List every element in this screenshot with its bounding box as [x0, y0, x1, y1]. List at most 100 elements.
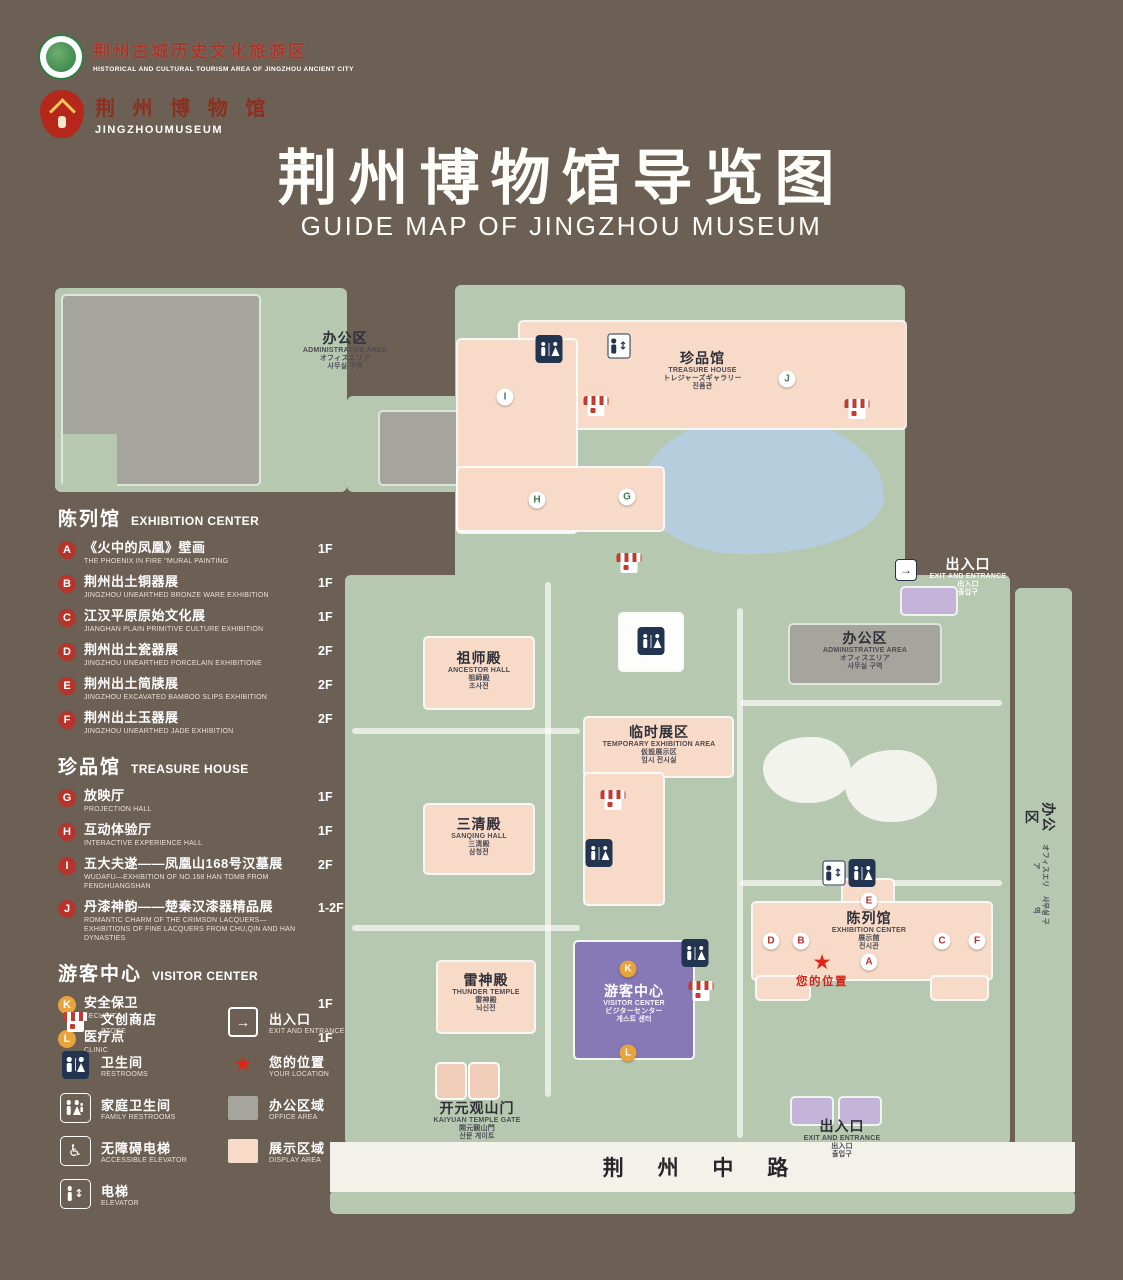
legend-badge-G: G — [58, 788, 76, 807]
legend-item-zh: 医疗点 — [84, 1029, 125, 1045]
legend-symbol-en: OFFICE AREA — [269, 1113, 318, 1121]
elevator-icon: ↕ — [607, 333, 631, 359]
map-marker-K: K — [619, 960, 637, 978]
store-icon — [688, 981, 714, 1001]
map-exit-icon: → — [895, 559, 917, 581]
map-label-ko: 게스트 센터 — [616, 1016, 652, 1024]
museum-name: 荆 州 博 物 馆 — [95, 98, 272, 120]
map-store-icon — [583, 396, 609, 416]
page-subtitle: GUIDE MAP OF JINGZHOU MUSEUM — [300, 211, 823, 241]
kaiyuan-gate-structure — [470, 1064, 498, 1098]
family-restroom-icon — [59, 1092, 91, 1123]
location-star-icon: ★ — [233, 1053, 253, 1076]
map-label-ja: オフィスエリア — [319, 354, 371, 362]
map-marker-I: I — [496, 388, 514, 406]
map-label-ja: 祖師殿 — [468, 674, 490, 682]
legend-item-floor: 2F — [318, 677, 333, 692]
legend-item-en: JIANGHAN PLAIN PRIMITIVE CULTURE EXHIBIT… — [84, 625, 264, 633]
legend-badge-C: C — [58, 608, 76, 627]
legend-symbol-en: STORE — [101, 1027, 126, 1035]
legend-item-zh: 安全保卫 — [84, 995, 139, 1011]
map-label-zh: 陈列馆 — [846, 910, 892, 926]
map-elevator-icon: ↕ — [607, 333, 631, 359]
legend-item-floor: 1-2F — [318, 900, 344, 915]
building-ancestor-hall — [425, 638, 533, 708]
legend-item-zh: 荆州出土玉器展 — [84, 709, 179, 725]
map-label-zh: 开元观山门 — [439, 1100, 515, 1116]
legend-symbol-zh: 卫生间 — [101, 1054, 144, 1070]
map-label-your-location: 您的位置 — [779, 976, 865, 990]
store-icon — [616, 553, 642, 573]
legend-symbol-zh: 您的位置 — [269, 1054, 326, 1070]
map-restroom-icon — [585, 839, 613, 867]
road-label: 荆 州 中 路 — [602, 1157, 803, 1180]
building-admin-east — [790, 625, 940, 683]
legend-symbol-zh: 电梯 — [101, 1183, 130, 1199]
map-label-ja: 開元観山門 — [459, 1124, 495, 1132]
legend-symbol-en: RESTROOMS — [101, 1070, 148, 1078]
legend-badge-B: B — [58, 574, 76, 593]
map-label-ko: 임시 전시실 — [641, 757, 677, 765]
map-label-ko: 사무실 구역 — [1033, 895, 1049, 925]
legend-badge-J: J — [58, 899, 76, 918]
map-label-ja: トレジャーズギャラリー — [663, 374, 742, 382]
map-label-ko: 뇌신전 — [476, 1005, 496, 1013]
map-label-en: EXHIBITION CENTER — [831, 926, 907, 934]
legend-item-en: SECURITY — [84, 1013, 121, 1021]
map-label-en: TEMPORARY EXHIBITION AREA — [602, 740, 716, 748]
map-store-icon — [688, 981, 714, 1001]
path — [352, 925, 580, 931]
map-marker-G: G — [618, 488, 636, 506]
map-label-ja: オフィスエリア — [1033, 844, 1049, 888]
legend-symbol-zh: 无障碍电梯 — [101, 1140, 172, 1156]
legend-item-en: JINGZHOU UNEARTHED JADE EXHIBITION — [84, 727, 234, 735]
legend-badge-D: D — [58, 642, 76, 661]
map-marker-C: C — [933, 932, 951, 950]
legend-symbol-en: DISPLAY AREA — [269, 1156, 321, 1164]
exit-icon: → — [228, 1006, 258, 1037]
legend-section-zh: 珍品馆 — [58, 756, 122, 778]
map-label-ko: 산문 게이트 — [459, 1133, 495, 1141]
map-restroom-icon — [848, 859, 876, 887]
map-label-ja: ビジターセンター — [605, 1007, 663, 1015]
path — [545, 582, 551, 1097]
legend-item-zh: 互动体验厅 — [84, 821, 152, 837]
legend-section-zh: 陈列馆 — [58, 509, 122, 530]
restroom-icon — [535, 335, 563, 363]
legend-section-zh: 游客中心 — [58, 964, 143, 986]
entrance-south-west — [792, 1098, 832, 1124]
accessible-elevator-icon: ♿ — [59, 1135, 91, 1166]
legend-item-floor: 1F — [318, 823, 333, 838]
legend-item-zh: 江汉平原原始文化展 — [84, 607, 206, 623]
legend-item-en: JINGZHOU UNEARTHED BRONZE WARE EXHIBITIO… — [84, 591, 269, 599]
legend-item-en: WUDAFU—EXHIBITION OF NO.168 HAN TOMB FRO… — [84, 873, 269, 890]
building-visitor-center — [575, 942, 693, 1058]
legend-symbol-en: ACCESSIBLE ELEVATOR — [101, 1156, 187, 1164]
legend-item-zh: 丹漆神韵——楚秦汉漆器精品展 — [84, 898, 274, 914]
map-label-zh: 游客中心 — [604, 983, 664, 999]
legend-symbol-en: FAMILY RESTROOMS — [101, 1113, 176, 1121]
legend-symbol-en: EXIT AND ENTRANCE — [269, 1027, 345, 1035]
map-label-zh: 雷神殿 — [463, 972, 509, 988]
map-marker-F: F — [968, 932, 986, 950]
legend-item-en: JINGZHOU UNEARTHED PORCELAIN EXHIBITIONE — [84, 659, 262, 667]
legend-symbol-zh: 文创商店 — [101, 1011, 158, 1027]
